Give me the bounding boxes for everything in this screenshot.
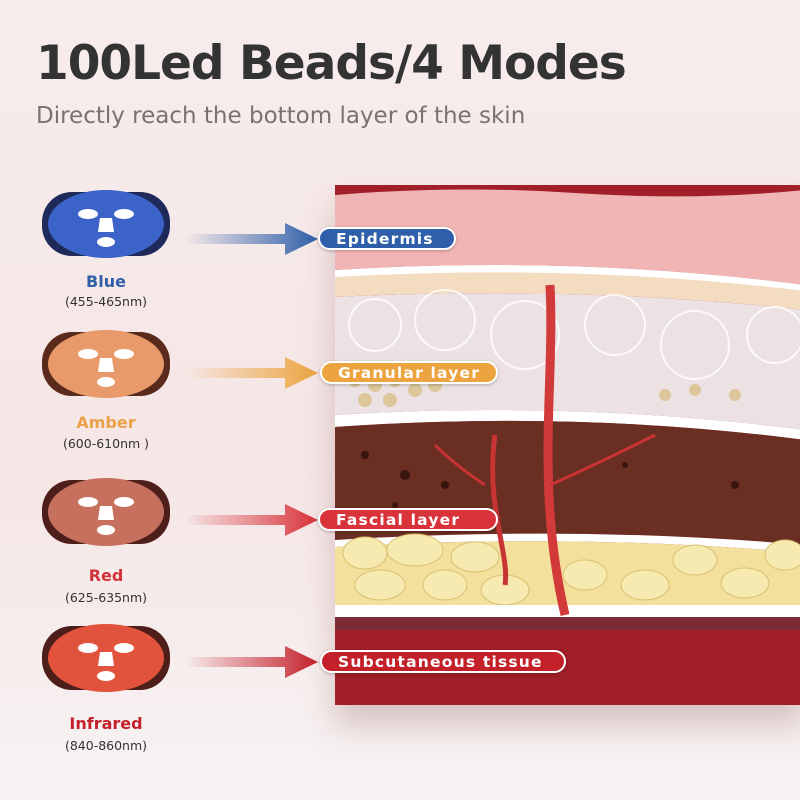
mode-range-infrared: (840-860nm) bbox=[64, 738, 148, 753]
layer-label-epidermis: Epidermis bbox=[318, 227, 456, 250]
mode-label-amber: Amber bbox=[76, 413, 136, 432]
amber-led-mask-icon bbox=[42, 330, 170, 398]
arrow-right-icon bbox=[185, 504, 318, 536]
mode-range-blue: (455-465nm) bbox=[64, 294, 148, 309]
blood-vessel bbox=[543, 284, 570, 617]
mode-label-blue: Blue bbox=[86, 272, 126, 291]
arrow-right-icon bbox=[185, 357, 318, 389]
granular-layer bbox=[335, 293, 800, 430]
layer-label-fascial: Fascial layer bbox=[318, 508, 498, 531]
mode-range-red: (625-635nm) bbox=[64, 590, 148, 605]
mode-label-red: Red bbox=[88, 566, 124, 585]
arrow-right-icon bbox=[185, 223, 318, 255]
page-subtitle: Directly reach the bottom layer of the s… bbox=[36, 103, 526, 129]
layer-label-subcutaneous: Subcutaneous tissue bbox=[320, 650, 566, 673]
mode-label-infrared: Infrared bbox=[69, 714, 143, 733]
blue-led-mask-icon bbox=[42, 190, 170, 258]
arrow-right-icon bbox=[185, 646, 318, 678]
infrared-led-mask-icon bbox=[42, 624, 170, 692]
epidermis-layer bbox=[335, 189, 800, 285]
layer-label-granular: Granular layer bbox=[320, 361, 498, 384]
mode-range-amber: (600-610nm ) bbox=[62, 436, 150, 451]
page-title: 100Led Beads/4 Modes bbox=[36, 36, 627, 91]
red-led-mask-icon bbox=[42, 478, 170, 546]
skin-layers-illustration bbox=[335, 185, 800, 705]
